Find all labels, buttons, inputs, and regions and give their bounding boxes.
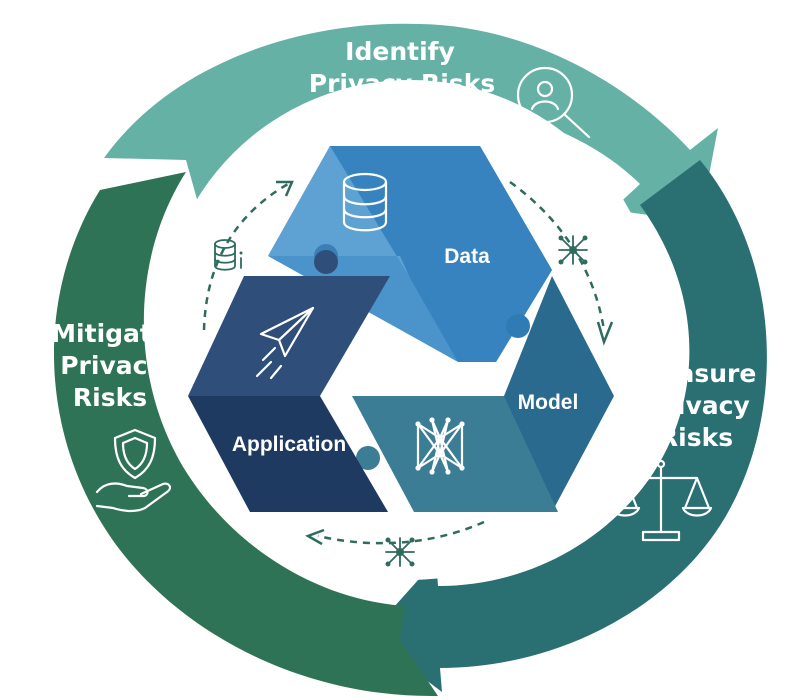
network-node-icon [558,235,588,265]
mitigate-line2: Privacy [60,351,164,380]
identify-arrow [104,23,718,222]
model-label: Model [518,391,579,414]
inner-dashed-loop [202,180,614,546]
application-piece [188,250,390,512]
shield-hand-icon [95,428,172,513]
identify-line1: Identify [345,37,455,66]
paper-plane-icon [255,306,315,380]
balance-scale-icon [609,459,713,542]
network-node-icon [385,537,415,567]
mitigate-line3: Risks [73,383,147,412]
mitigate-arrow [54,172,439,697]
mitigate-line1: Mitigate [51,319,169,348]
database-info-icon [214,239,243,271]
measure-line3: Risks [659,423,733,452]
application-label: Application [232,433,346,456]
measure-arrow [368,160,767,692]
neural-network-icon [415,417,465,475]
database-icon [342,172,388,232]
data-label: Data [444,245,490,268]
measure-line2: Privacy [646,391,750,420]
